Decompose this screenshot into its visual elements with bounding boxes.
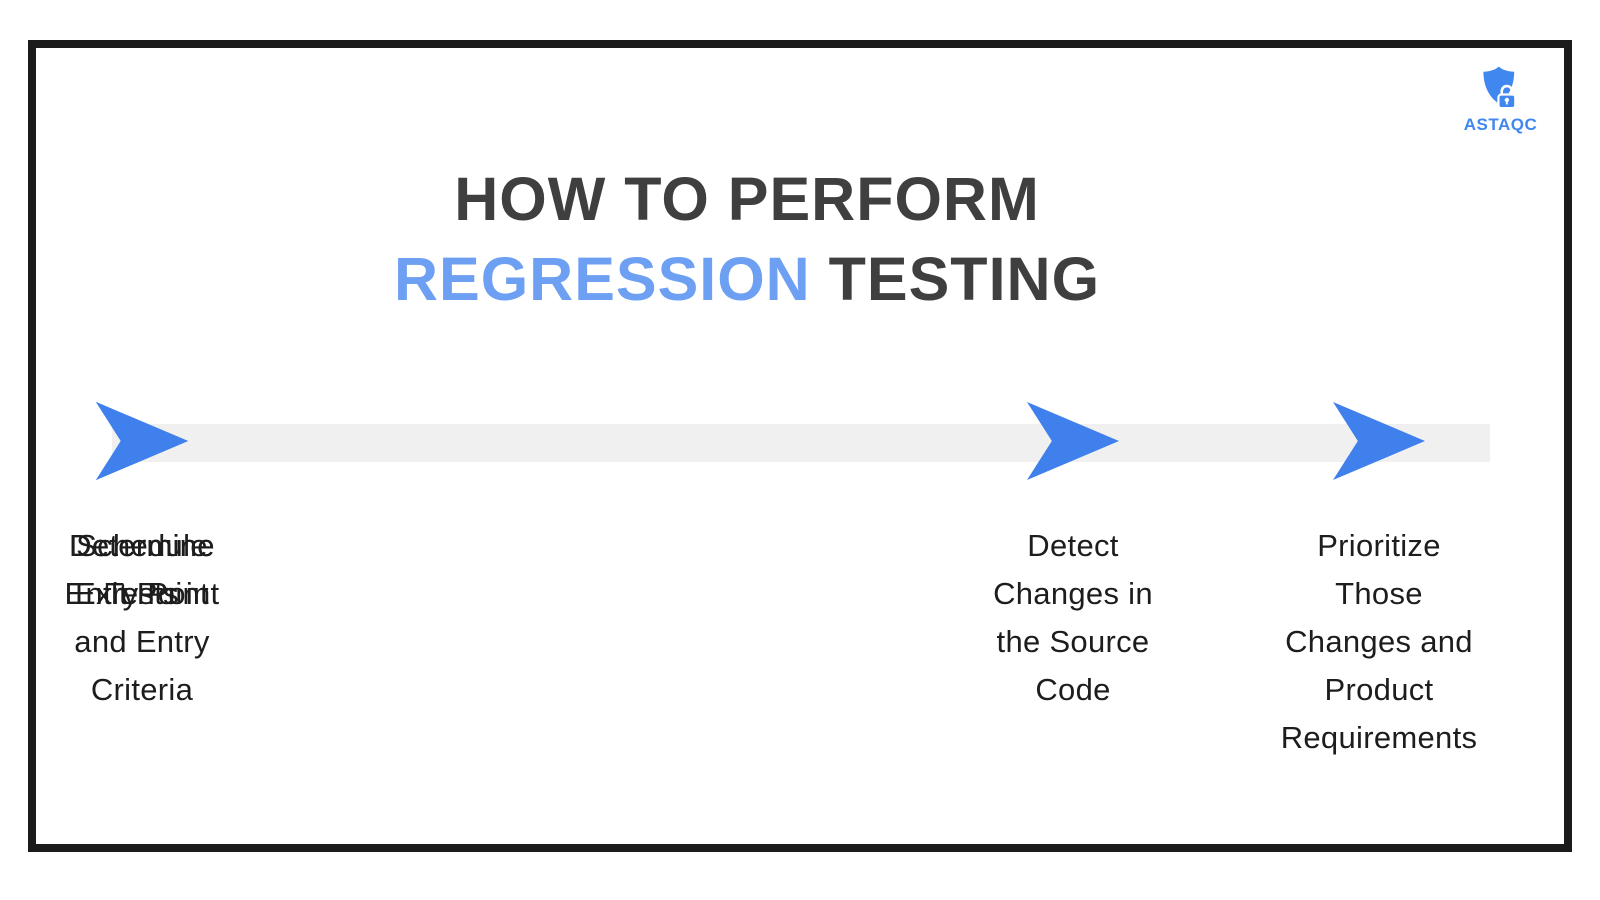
step-column-2: Prioritize Those Changes and Product Req… [1237,402,1521,762]
step-column-5: Schedule Tests [0,402,284,618]
logo-text: ASTAQC [1463,115,1538,134]
step-label: Determine Exit Point [69,528,215,611]
step-label: Schedule Tests [76,528,208,611]
arrow-right-icon [1027,402,1119,480]
title-line2-rest: TESTING [828,244,1101,313]
step-column-1: Detect Changes in the Source Code [931,402,1215,714]
title-line1: HOW TO PERFORM [454,164,1040,233]
process-timeline-bar [112,424,1490,462]
step-label: Determine Entry Point and Entry Criteria [64,528,220,707]
logo: ASTAQC [1438,64,1563,135]
title-highlight: REGRESSION [393,244,811,313]
step-label: Prioritize Those Changes and Product Req… [1280,528,1478,755]
page-title: HOW TO PERFORM REGRESSION TESTING [0,159,1494,319]
arrow-right-icon [96,402,188,480]
step-label: Detect Changes in the Source Code [993,528,1153,707]
shield-lock-icon [1438,64,1563,114]
arrow-right-icon [1333,402,1425,480]
